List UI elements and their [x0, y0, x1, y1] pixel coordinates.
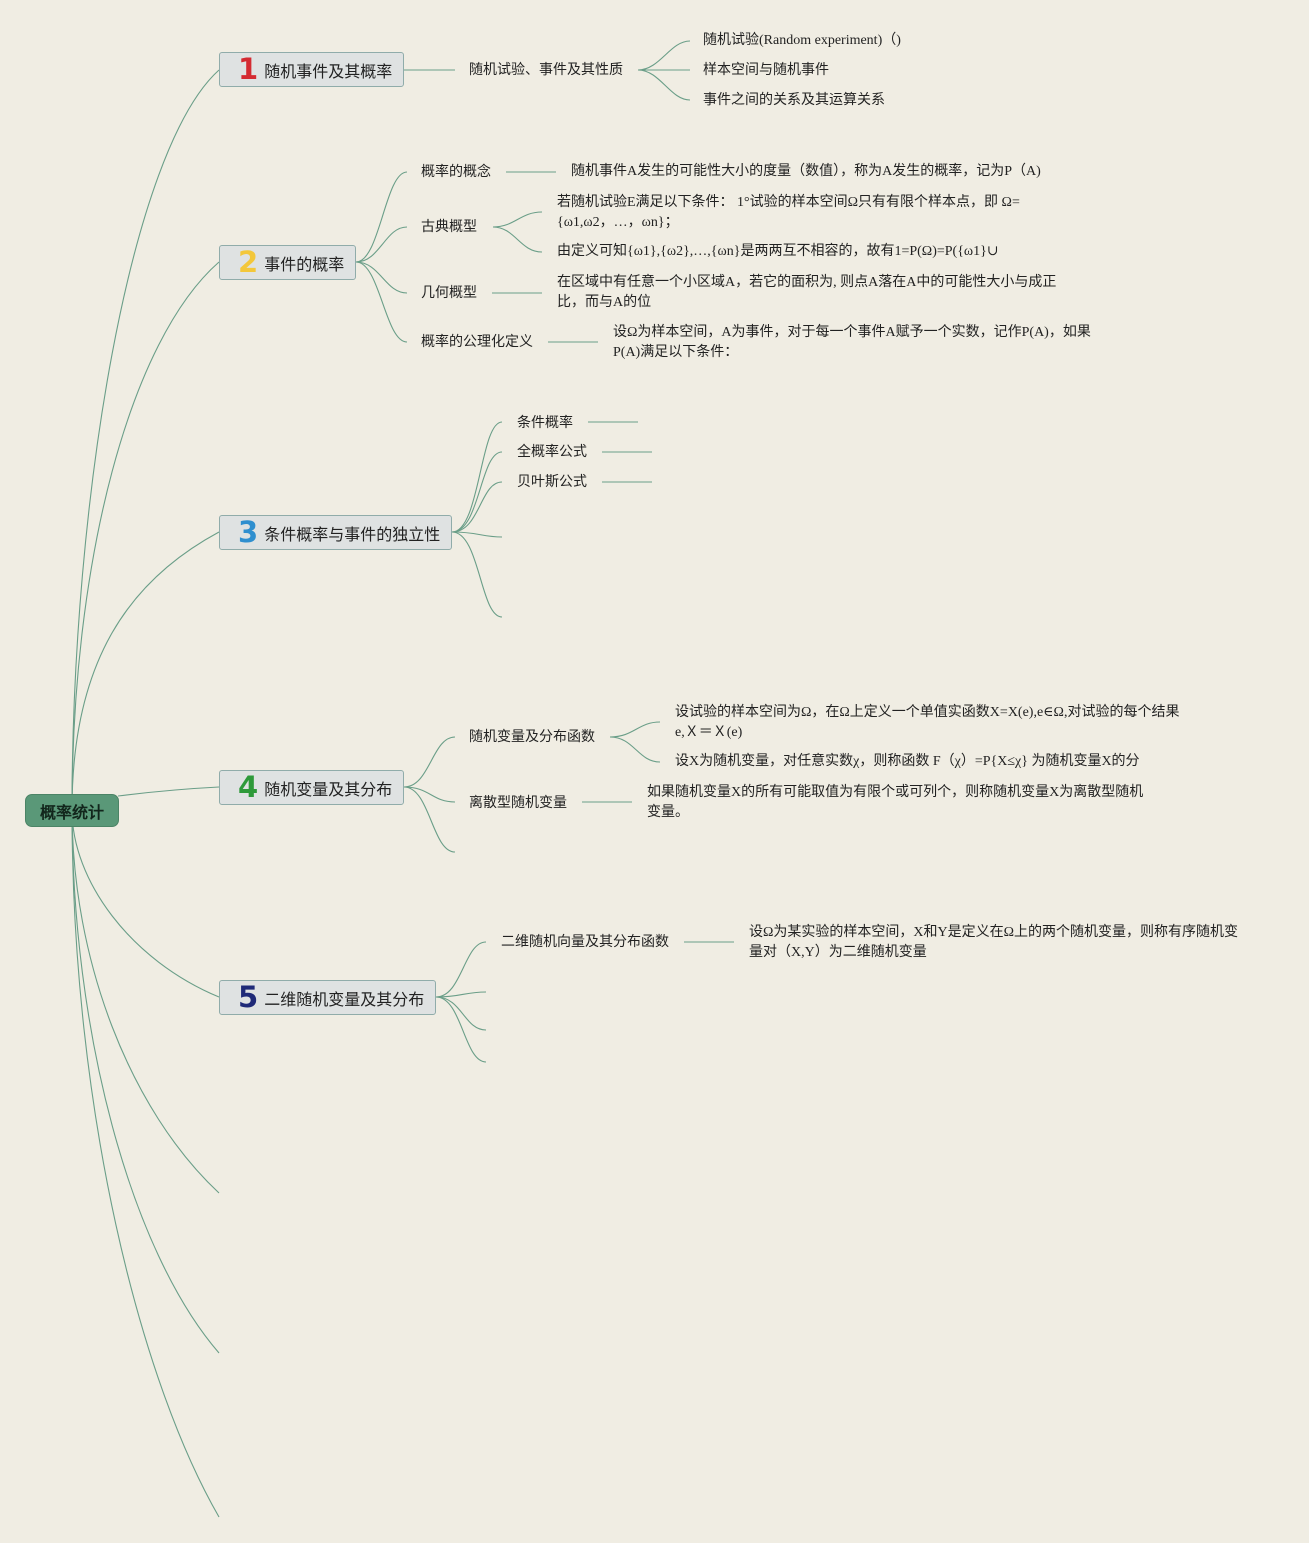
connector-b4-c3	[403, 786, 456, 853]
subtopic-1-1[interactable]: 随机试验、事件及其性质	[469, 62, 623, 78]
connector-b2-c1	[355, 171, 408, 263]
connector-b2-c3	[355, 261, 408, 294]
connector-b2-c4	[355, 261, 408, 343]
leaf-2-4-1[interactable]: 设Ω为样本空间，A为事件，对于每一个事件A赋予一个实数，记作P(A)，如果P(A…	[613, 325, 1091, 360]
subtopic-2-3[interactable]: 几何概型	[421, 285, 477, 301]
leaf-4-2-1[interactable]: 如果随机变量X的所有可能取值为有限个或可列个，则称随机变量X为离散型随机变量。	[647, 785, 1144, 820]
topic-number-2: 2	[238, 245, 259, 279]
connector-b2-c2	[355, 226, 408, 263]
main-topic-5-label: 二维随机变量及其分布	[264, 989, 425, 1009]
connector-b5-c3	[435, 996, 487, 1031]
connector-b3-c4	[451, 531, 503, 538]
root-topic-label: 概率统计	[39, 802, 104, 822]
topic-number-3: 3	[238, 515, 259, 549]
connector-root-b1	[71, 69, 220, 811]
topic-number-1: 1	[238, 52, 259, 86]
leaf-2-3-1[interactable]: 在区域中有任意一个小区域A，若它的面积为, 则点A落在A中的可能性大小与成正比，…	[557, 275, 1057, 310]
leaf-2-2-1[interactable]: 若随机试验E满足以下条件： 1°试验的样本空间Ω只有有限个样本点，即 Ω={ω1…	[557, 195, 1020, 230]
subtopic-5-1[interactable]: 二维随机向量及其分布函数	[501, 934, 669, 950]
leaf-2-1-1[interactable]: 随机事件A发生的可能性大小的度量（数值），称为A发生的概率，记为P（A)	[571, 164, 1041, 179]
main-topic-5[interactable]: 5 二维随机变量及其分布	[219, 980, 436, 1015]
connector-root-empty-3	[71, 809, 220, 1518]
subtopic-3-2[interactable]: 全概率公式	[517, 444, 587, 460]
main-topic-1-label: 随机事件及其概率	[264, 61, 393, 81]
connector-root-b4	[117, 786, 220, 797]
subtopic-4-2[interactable]: 离散型随机变量	[469, 795, 567, 811]
main-topic-4-label: 随机变量及其分布	[264, 779, 393, 799]
main-topic-2-label: 事件的概率	[264, 254, 345, 274]
connector-b1-leaf1	[637, 40, 691, 71]
subtopic-2-4[interactable]: 概率的公理化定义	[421, 334, 533, 350]
connector-b4-c1	[403, 736, 456, 788]
connector-root-empty-1	[71, 809, 220, 1194]
connector-b3-c5	[451, 531, 503, 618]
main-topic-3-label: 条件概率与事件的独立性	[264, 524, 441, 544]
connector-root-empty-2	[71, 809, 220, 1354]
connector-b2-c2-leaf2	[492, 226, 543, 253]
topic-number-4: 4	[238, 770, 259, 804]
leaf-5-1-1[interactable]: 设Ω为某实验的样本空间，X和Y是定义在Ω上的两个随机变量，则称有序随机变量对（X…	[749, 925, 1239, 960]
root-topic[interactable]: 概率统计	[25, 794, 119, 827]
leaf-1-1-3[interactable]: 事件之间的关系及其运算关系	[703, 92, 885, 108]
connector-b5-c1	[435, 941, 487, 998]
connector-root-b5	[71, 809, 220, 998]
connector-b4-c1-leaf2	[609, 736, 661, 763]
connector-b3-c1	[451, 421, 503, 533]
leaf-4-1-1[interactable]: 设试验的样本空间为Ω，在Ω上定义一个单值实函数X=X(e),e∈Ω,对试验的每个…	[675, 705, 1180, 740]
subtopic-2-1[interactable]: 概率的概念	[421, 164, 491, 180]
leaf-1-1-1[interactable]: 随机试验(Random experiment)（)	[703, 33, 901, 48]
topic-number-5: 5	[238, 980, 259, 1014]
connector-root-b2	[71, 261, 220, 811]
subtopic-3-3[interactable]: 贝叶斯公式	[517, 474, 587, 490]
connector-b4-c1-leaf1	[609, 721, 661, 738]
leaf-4-1-2[interactable]: 设X为随机变量，对任意实数χ，则称函数 F（χ）=P{X≤χ} 为随机变量X的分	[675, 754, 1140, 769]
main-topic-2[interactable]: 2 事件的概率	[219, 245, 356, 280]
connector-b1-leaf3	[637, 69, 691, 101]
connector-b5-c2	[435, 991, 487, 998]
subtopic-2-2[interactable]: 古典概型	[421, 219, 477, 235]
subtopic-3-1[interactable]: 条件概率	[517, 415, 573, 431]
subtopic-4-1[interactable]: 随机变量及分布函数	[469, 729, 595, 745]
connector-root-b3	[71, 531, 220, 811]
main-topic-4[interactable]: 4 随机变量及其分布	[219, 770, 404, 805]
connector-b3-c2	[451, 451, 503, 533]
leaf-2-2-2[interactable]: 由定义可知{ω1},{ω2},…,{ωn}是两两互不相容的，故有1=P(Ω)=P…	[557, 244, 999, 259]
leaf-1-1-2[interactable]: 样本空间与随机事件	[703, 62, 829, 78]
connector-b2-c2-leaf1	[492, 211, 543, 228]
main-topic-3[interactable]: 3 条件概率与事件的独立性	[219, 515, 452, 550]
connector-b4-c2	[403, 786, 456, 803]
connector-b3-c3	[451, 481, 503, 533]
main-topic-1[interactable]: 1 随机事件及其概率	[219, 52, 404, 87]
connector-b5-c4	[435, 996, 487, 1063]
